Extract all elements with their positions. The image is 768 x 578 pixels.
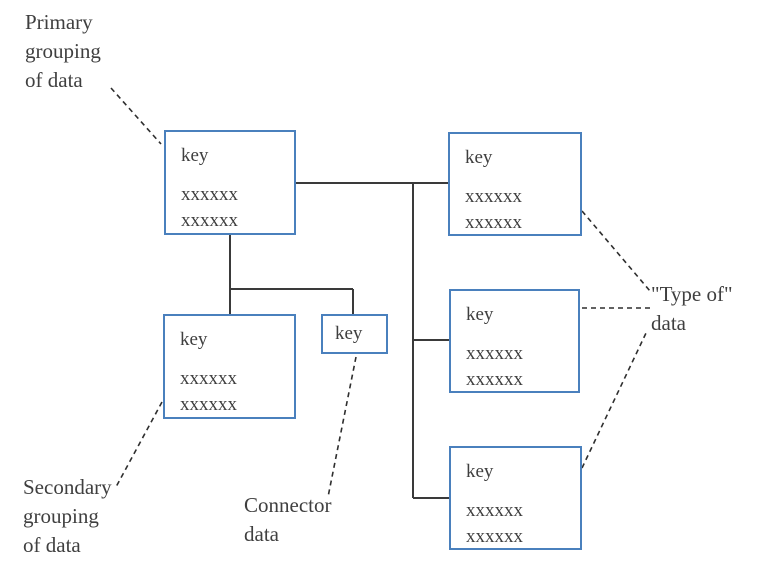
label-line: "Type of" (651, 282, 733, 306)
data-row: xxxxxx (466, 526, 523, 547)
primary-grouping-label: Primary grouping of data (25, 8, 101, 95)
type-box-1: key xxxxxx xxxxxx (448, 132, 582, 236)
data-row: xxxxxx (465, 212, 522, 233)
leader-secondary-label (115, 401, 163, 488)
primary-grouping-box: key xxxxxx xxxxxx (164, 130, 296, 235)
key-label: key (466, 461, 494, 482)
leader-primary-label (110, 87, 162, 145)
type-box-2: key xxxxxx xxxxxx (449, 289, 580, 393)
data-row: xxxxxx (466, 369, 523, 390)
label-line: grouping (23, 504, 99, 528)
data-row: xxxxxx (180, 394, 237, 415)
data-row: xxxxxx (466, 500, 523, 521)
connector-box: key (321, 314, 388, 354)
key-label: key (465, 147, 493, 168)
label-line: of data (25, 68, 83, 92)
label-line: data (244, 522, 279, 546)
label-line: Connector (244, 493, 332, 517)
leader-typeof-from-type3 (581, 330, 648, 469)
label-line: Secondary (23, 475, 112, 499)
key-label: key (466, 304, 494, 325)
connector-data-label: Connector data (244, 491, 331, 549)
data-row: xxxxxx (181, 184, 238, 205)
type-of-data-label: "Type of" data (651, 280, 733, 338)
label-line: of data (23, 533, 81, 557)
label-line: Primary (25, 10, 93, 34)
key-label: key (335, 323, 363, 344)
leader-connector-label (327, 356, 357, 498)
label-line: grouping (25, 39, 101, 63)
data-row: xxxxxx (180, 368, 237, 389)
secondary-grouping-box: key xxxxxx xxxxxx (163, 314, 296, 419)
data-row: xxxxxx (466, 343, 523, 364)
secondary-grouping-label: Secondary grouping of data (23, 473, 112, 560)
type-box-3: key xxxxxx xxxxxx (449, 446, 582, 550)
data-row: xxxxxx (465, 186, 522, 207)
label-line: data (651, 311, 686, 335)
key-label: key (180, 329, 208, 350)
data-row: xxxxxx (181, 210, 238, 231)
key-label: key (181, 145, 209, 166)
leader-typeof-from-type1 (581, 210, 651, 292)
